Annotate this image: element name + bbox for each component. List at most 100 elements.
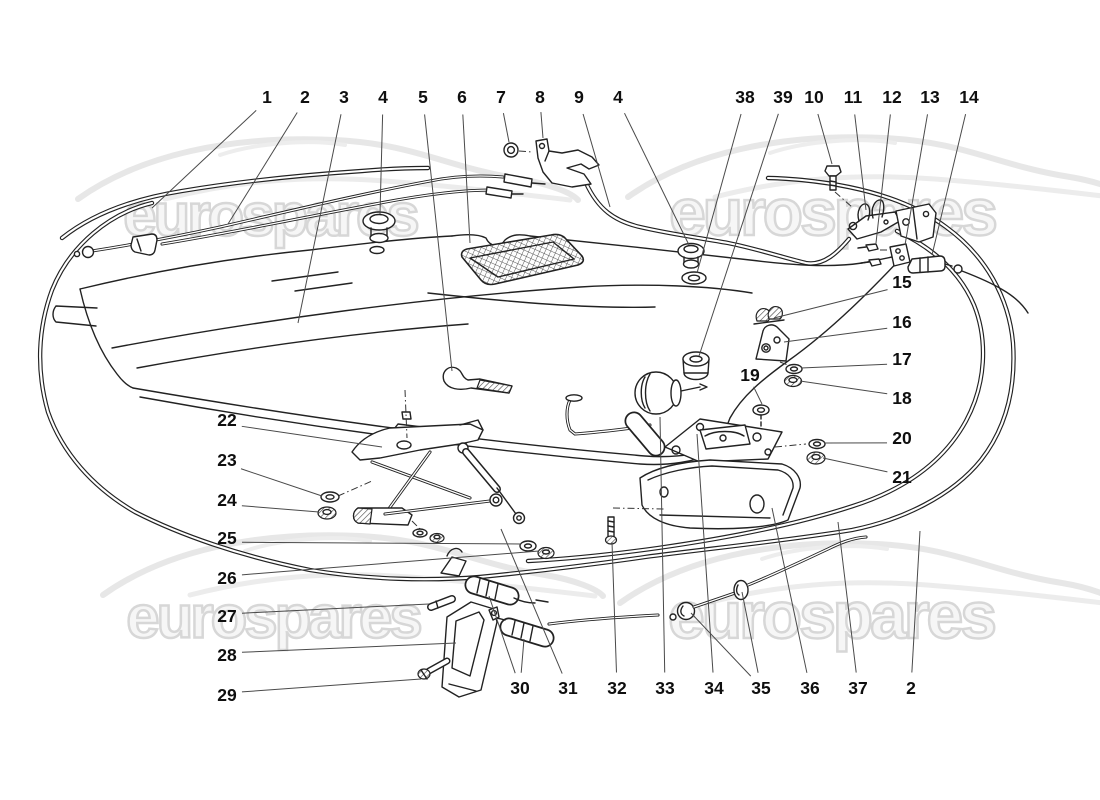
callout-label-30: 30: [510, 678, 530, 698]
leader-line: [151, 110, 257, 209]
callout-label-6: 6: [457, 87, 467, 107]
leader-line: [424, 114, 453, 372]
cable-barrel-end: [130, 233, 158, 256]
leader-line: [817, 113, 833, 165]
car-silhouette-watermark: [617, 540, 1100, 606]
nut-21: [806, 451, 826, 465]
grommet-front: [362, 211, 396, 255]
leader-line: [540, 112, 544, 139]
bushing-26: [537, 546, 555, 560]
washer-19: [752, 404, 770, 438]
bolt-10: [824, 165, 842, 191]
leader-line: [241, 550, 540, 576]
cable-adjuster-14: [907, 255, 1029, 314]
grommet-rear: [677, 242, 705, 269]
leader-line: [379, 114, 384, 215]
leader-line: [241, 678, 422, 693]
leader-line: [462, 114, 471, 244]
cable-ferrule: [503, 173, 533, 188]
eurospares-watermark: eurospares: [667, 577, 998, 654]
callout-label-24: 24: [217, 490, 237, 510]
callout-label-28: 28: [217, 645, 237, 665]
leader-line: [582, 113, 611, 208]
hood-latch-11: [847, 199, 901, 240]
callout-label-20: 20: [892, 428, 912, 448]
nut-18: [783, 374, 803, 388]
leader-line: [488, 595, 516, 674]
callout-label-19: 19: [740, 365, 760, 385]
leader-line: [783, 327, 888, 343]
callout-label-16: 16: [892, 312, 912, 332]
callout-label-3: 3: [339, 87, 349, 107]
callout-label-11: 11: [844, 87, 863, 107]
callout-label-21: 21: [892, 467, 912, 487]
leader-line: [904, 114, 928, 246]
hinge-washers: [412, 528, 445, 544]
vacuum-actuator-33: [624, 371, 708, 457]
callout-label-25: 25: [217, 528, 237, 548]
screw-29: [417, 657, 451, 680]
vent-grille: [460, 233, 585, 286]
callout-label-15: 15: [892, 272, 912, 292]
leader-line: [240, 468, 323, 497]
leader-line: [741, 591, 759, 673]
leader-line: [911, 530, 921, 673]
release-cable-loop: [525, 228, 986, 564]
callout-label-26: 26: [217, 568, 237, 588]
callout-label-35: 35: [751, 678, 771, 698]
callout-label-1: 1: [262, 87, 272, 107]
cable-ball-end: [81, 245, 95, 259]
callout-label-22: 22: [217, 410, 237, 430]
leader-line: [611, 541, 617, 673]
callout-label-27: 27: [217, 606, 236, 626]
callout-label-13: 13: [920, 87, 940, 107]
leader-line: [854, 114, 867, 211]
screw-32: [604, 516, 618, 545]
leader-line: [241, 541, 522, 545]
leader-line: [502, 113, 510, 143]
callout-label-36: 36: [800, 678, 820, 698]
callout-label-18: 18: [892, 388, 912, 408]
leader-line: [690, 612, 752, 677]
leader-line: [624, 112, 690, 246]
seal-top-left-run: [59, 165, 431, 241]
bracket-13: [895, 203, 937, 243]
release-cable-front: [73, 173, 546, 259]
callout-label-31: 31: [558, 678, 578, 698]
tray-36: [639, 459, 802, 530]
scissor-hinge: [351, 411, 503, 526]
hood-notch-prongs: [52, 305, 98, 327]
callout-label-23: 23: [217, 450, 237, 470]
washer-20: [808, 438, 826, 450]
cable-ferrule: [485, 186, 513, 199]
leader-line: [500, 528, 563, 674]
leader-line: [696, 113, 742, 274]
callout-label-5: 5: [418, 87, 428, 107]
hood-latch-hook: [442, 366, 513, 394]
leader-line: [659, 416, 666, 673]
nut-7: [503, 142, 519, 158]
bracket-8: [535, 138, 600, 188]
bolts-12: [857, 243, 911, 267]
flat-washer-38: [681, 271, 707, 285]
hood-panel: [52, 233, 906, 466]
callout-label-17: 17: [892, 349, 911, 369]
callout-label-2: 2: [300, 87, 310, 107]
callout-label-33: 33: [655, 678, 675, 698]
callout-label-4: 4: [378, 87, 388, 107]
lock-housing-28: [441, 601, 500, 698]
washer-25: [519, 540, 537, 552]
cable-sheaths-30: [464, 575, 555, 648]
callout-label-34: 34: [704, 678, 724, 698]
leader-line: [241, 505, 320, 513]
pin-27: [427, 595, 456, 611]
leader-line: [520, 638, 525, 673]
leader-line: [931, 114, 967, 256]
cable-conduit: [583, 180, 852, 266]
leader-line: [800, 363, 888, 369]
callout-label-37: 37: [848, 678, 867, 698]
callout-label-7: 7: [496, 87, 506, 107]
